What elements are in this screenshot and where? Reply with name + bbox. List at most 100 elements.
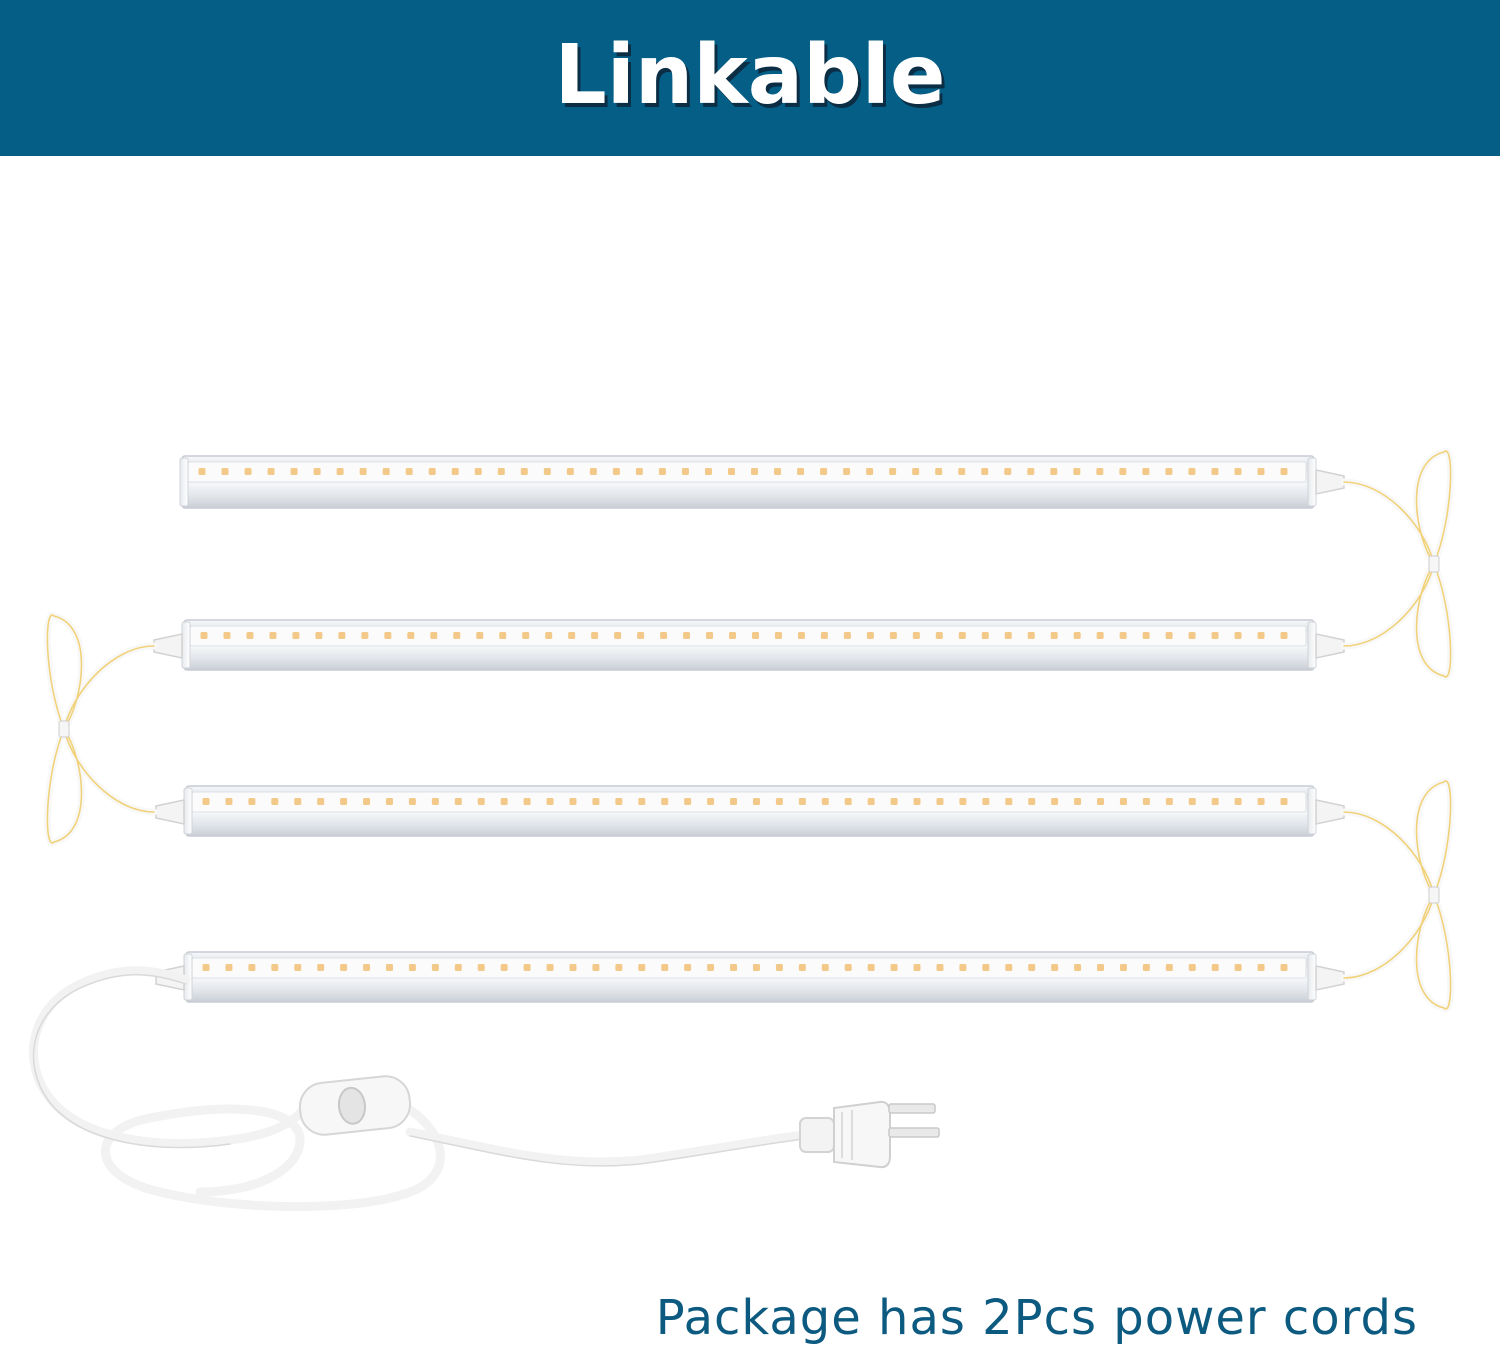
led-chip xyxy=(313,468,321,475)
led-chip xyxy=(592,798,600,805)
led-chip xyxy=(959,964,967,971)
led-chip xyxy=(1005,798,1013,805)
end-cap xyxy=(1307,621,1317,669)
led-chip xyxy=(890,798,898,805)
led-chip xyxy=(658,468,666,475)
led-chip xyxy=(1097,798,1105,805)
led-chip xyxy=(1142,632,1150,639)
link-cable xyxy=(1340,777,1455,1013)
led-chip xyxy=(543,468,551,475)
cable-tie xyxy=(58,720,70,738)
led-chip xyxy=(1051,964,1059,971)
power-cable xyxy=(29,966,817,1212)
led-chip xyxy=(1096,632,1104,639)
led-chip xyxy=(499,632,507,639)
led-chip xyxy=(1050,632,1058,639)
led-chip xyxy=(798,798,806,805)
led-chip xyxy=(730,964,738,971)
led-chip xyxy=(568,632,576,639)
led-chip xyxy=(912,632,920,639)
led-chip xyxy=(866,632,874,639)
led-chip xyxy=(592,964,600,971)
led-chip xyxy=(246,632,254,639)
end-cap xyxy=(183,787,193,835)
link-cable xyxy=(43,611,158,847)
light-bars xyxy=(153,455,1345,1003)
led-chip xyxy=(1097,964,1105,971)
led-chip xyxy=(453,632,461,639)
led-chip xyxy=(1211,468,1219,475)
led-chip xyxy=(867,964,875,971)
led-chip xyxy=(752,964,760,971)
cable-tie xyxy=(1428,555,1440,573)
led-chip xyxy=(1234,468,1242,475)
connector-plug xyxy=(1315,633,1345,659)
led-chip xyxy=(843,632,851,639)
led-chip xyxy=(385,964,393,971)
led-chip xyxy=(271,798,279,805)
led-chip xyxy=(428,468,436,475)
led-strip xyxy=(191,957,1307,979)
led-chip xyxy=(637,632,645,639)
led-chip xyxy=(340,964,348,971)
led-chip xyxy=(292,632,300,639)
led-chip xyxy=(1074,798,1082,805)
led-chip xyxy=(1188,632,1196,639)
led-chip xyxy=(820,468,828,475)
led-chip xyxy=(1280,964,1288,971)
led-chip xyxy=(1028,798,1036,805)
connector-plug xyxy=(153,633,183,659)
led-chip xyxy=(1119,798,1127,805)
led-chip xyxy=(982,798,990,805)
led-chip xyxy=(202,798,210,805)
led-chip xyxy=(982,964,990,971)
led-chip xyxy=(1004,468,1012,475)
led-chip xyxy=(317,964,325,971)
led-strip xyxy=(191,791,1307,813)
connector-plug xyxy=(1315,799,1345,825)
led-chip xyxy=(271,964,279,971)
led-chip xyxy=(523,964,531,971)
rocker-switch-icon xyxy=(298,1075,412,1136)
led-chip xyxy=(936,798,944,805)
led-chip xyxy=(683,632,691,639)
led-chip xyxy=(1005,964,1013,971)
end-cap xyxy=(181,621,191,669)
led-chip xyxy=(225,964,233,971)
led-chip xyxy=(476,632,484,639)
led-chip xyxy=(382,468,390,475)
led-chip xyxy=(729,632,737,639)
led-chip xyxy=(774,632,782,639)
led-chip xyxy=(221,468,229,475)
light-bar xyxy=(155,785,1345,837)
led-chip xyxy=(615,964,623,971)
led-chip xyxy=(752,798,760,805)
led-chip xyxy=(1073,468,1081,475)
led-chip xyxy=(1257,798,1265,805)
led-chip xyxy=(821,798,829,805)
led-chip xyxy=(889,632,897,639)
led-chip xyxy=(591,632,599,639)
led-chip xyxy=(707,798,715,805)
end-cap xyxy=(179,457,189,507)
led-chip xyxy=(294,798,302,805)
led-chip xyxy=(958,468,966,475)
led-chip xyxy=(1073,632,1081,639)
led-chip xyxy=(958,632,966,639)
led-chip xyxy=(1280,632,1288,639)
led-chip xyxy=(451,468,459,475)
led-chip xyxy=(1234,798,1242,805)
led-chip xyxy=(474,468,482,475)
led-chip xyxy=(589,468,597,475)
led-chip xyxy=(1280,798,1288,805)
led-chip xyxy=(707,964,715,971)
led-chip xyxy=(569,798,577,805)
led-chip xyxy=(661,964,669,971)
led-chip xyxy=(248,964,256,971)
led-chip xyxy=(1257,964,1265,971)
led-chip xyxy=(638,798,646,805)
led-chip xyxy=(1027,632,1035,639)
led-chip xyxy=(500,964,508,971)
led-chip xyxy=(1074,964,1082,971)
